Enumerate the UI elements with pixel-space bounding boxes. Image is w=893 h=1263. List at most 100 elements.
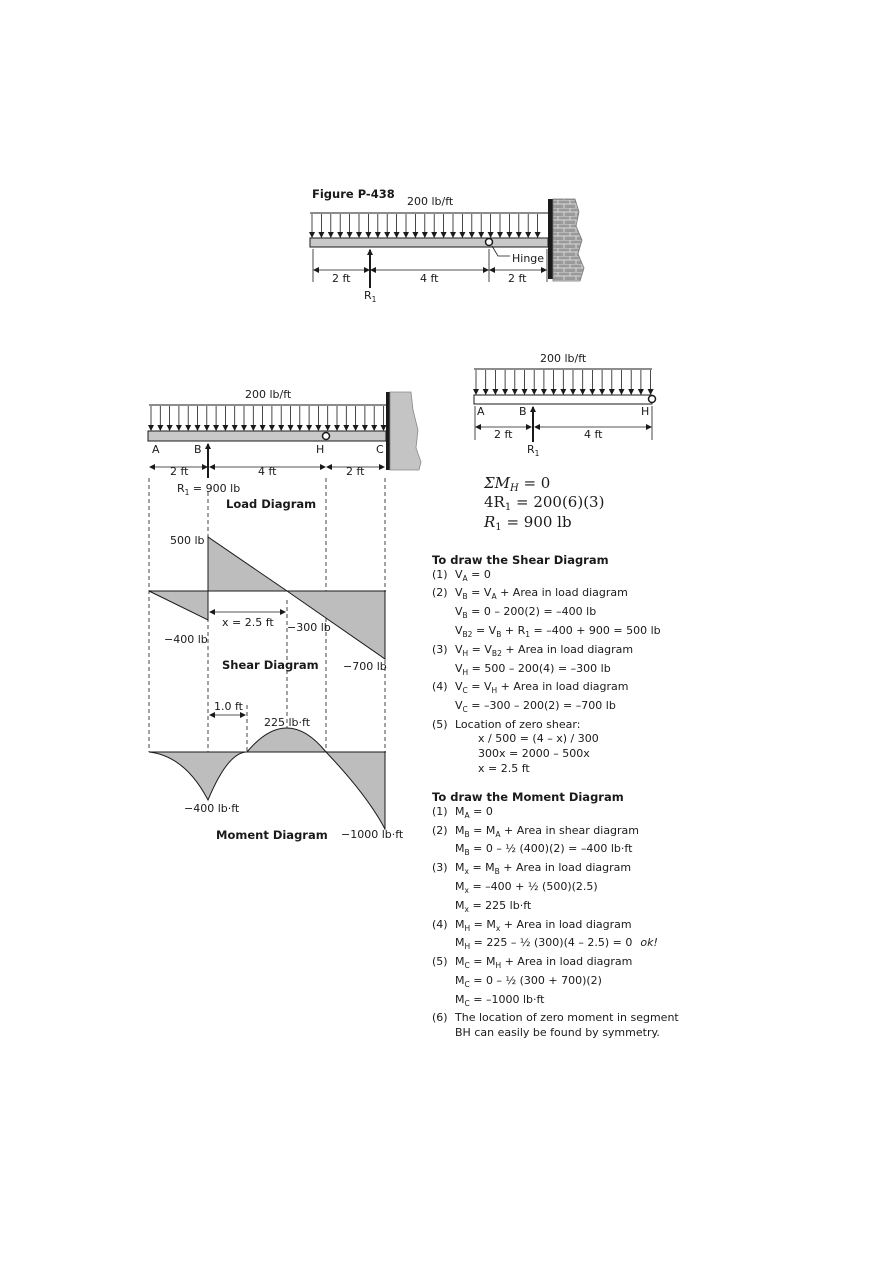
step-text: VH = VB2 + Area in load diagram bbox=[455, 642, 634, 658]
step-number bbox=[432, 662, 455, 681]
wall-face bbox=[386, 392, 390, 470]
wall-face bbox=[548, 199, 553, 279]
point-label: A bbox=[152, 443, 160, 456]
step-text: x = 2.5 ft bbox=[478, 761, 530, 775]
distributed-load-arrows bbox=[473, 370, 654, 395]
moment-area bbox=[324, 751, 386, 830]
point-label: H bbox=[641, 405, 649, 418]
equilibrium-equation: R1 = 900 lb bbox=[483, 513, 572, 533]
step-row: MB = 0 – ½ (400)(2) = –400 lb·ft bbox=[432, 842, 732, 861]
step-row: VB2 = VB + R1 = –400 + 900 = 500 lb bbox=[432, 624, 732, 643]
step-number bbox=[432, 993, 455, 1012]
free-body-diagram: 200 lb/ft A B H 2 ft 4 ft R1 ΣMH = 0 4R1… bbox=[473, 352, 657, 533]
shear-area bbox=[207, 536, 289, 592]
distributed-load-arrows bbox=[148, 406, 387, 431]
step-row: (4) MH = Mx + Area in load diagram bbox=[432, 918, 732, 937]
moment-value-label: 225 lb·ft bbox=[264, 716, 311, 729]
hinge-symbol bbox=[484, 237, 494, 247]
step-text: MH = Mx + Area in load diagram bbox=[455, 917, 632, 933]
step-text: MA = 0 bbox=[455, 804, 493, 820]
step-row: BH can easily be found by symmetry. bbox=[432, 1026, 732, 1041]
fbd-load-label: 200 lb/ft bbox=[540, 352, 587, 365]
reaction-label: R1 = 900 lb bbox=[177, 482, 240, 497]
step-text: Mx = MB + Area in load diagram bbox=[455, 861, 632, 877]
ok-note: ok! bbox=[640, 936, 658, 950]
moment-steps-heading: To draw the Moment Diagram bbox=[432, 790, 624, 805]
step-row: (6)The location of zero moment in segmen… bbox=[432, 1011, 732, 1026]
figure-p438: Figure P-438 200 lb/ft Hinge 2 ft 4 ft 2… bbox=[309, 187, 585, 304]
step-text: VB = 0 – 200(2) = –400 lb bbox=[455, 605, 597, 621]
step-text: MC = 0 – ½ (300 + 700)(2) bbox=[455, 973, 602, 990]
moment-diagram: 1.0 ft 225 lb·ft −400 lb·ft −1000 lb·ft … bbox=[148, 700, 404, 842]
step-number: (4) bbox=[432, 680, 448, 694]
step-number bbox=[432, 699, 455, 718]
step-number bbox=[432, 1026, 455, 1041]
step-text: VB = VA + Area in load diagram bbox=[455, 586, 628, 602]
equilibrium-equation: ΣMH = 0 bbox=[483, 474, 550, 494]
step-number: (6) bbox=[432, 1011, 448, 1025]
distance-label: 1.0 ft bbox=[214, 700, 244, 713]
moment-area bbox=[245, 727, 328, 753]
brick-wall bbox=[552, 198, 585, 282]
step-text: MB = 0 – ½ (400)(2) = –400 lb·ft bbox=[455, 842, 633, 858]
step-text: VC = –300 – 200(2) = –700 lb bbox=[455, 699, 616, 715]
step-row: (1) MA = 0 bbox=[432, 805, 732, 824]
step-row: VH = 500 – 200(4) = –300 lb bbox=[432, 662, 732, 681]
dim-label: 2 ft bbox=[508, 272, 527, 285]
step-row: Mx = –400 + ½ (500)(2.5) bbox=[432, 880, 732, 899]
step-text: VC = VH + Area in load diagram bbox=[455, 680, 629, 696]
step-row: Mx = 225 lb·ft bbox=[432, 899, 732, 918]
shear-value-label: 500 lb bbox=[170, 534, 205, 547]
point-label: H bbox=[316, 443, 324, 456]
step-number: (5) bbox=[432, 717, 448, 731]
zero-shear-location-label: x = 2.5 ft bbox=[222, 616, 274, 629]
point-label: B bbox=[519, 405, 527, 418]
step-number: (1) bbox=[432, 804, 448, 818]
beam-segment bbox=[473, 394, 653, 405]
step-number: (5) bbox=[432, 955, 448, 969]
step-number bbox=[432, 747, 455, 762]
step-text: x / 500 = (4 – x) / 300 bbox=[478, 732, 599, 746]
dim-label: 4 ft bbox=[584, 428, 603, 441]
step-row: VC = –300 – 200(2) = –700 lb bbox=[432, 699, 732, 718]
step-number bbox=[432, 880, 455, 899]
step-text: MB = MA + Area in shear diagram bbox=[455, 823, 640, 839]
reaction-label: R1 bbox=[364, 289, 377, 304]
step-row: x / 500 = (4 – x) / 300 bbox=[432, 732, 732, 747]
figure-title: Figure P-438 bbox=[312, 187, 395, 201]
step-row: (1)VA = 0 bbox=[432, 568, 732, 587]
load-label: 200 lb/ft bbox=[245, 388, 292, 401]
step-row: VB = 0 – 200(2) = –400 lb bbox=[432, 605, 732, 624]
dim-label: 2 ft bbox=[346, 465, 365, 478]
shear-value-label: −400 lb bbox=[164, 633, 208, 646]
step-row: (2)MB = MA + Area in shear diagram bbox=[432, 824, 732, 843]
step-row: (3)VH = VB2 + Area in load diagram bbox=[432, 643, 732, 662]
step-text: BH can easily be found by symmetry. bbox=[455, 1026, 660, 1039]
step-number bbox=[432, 936, 455, 955]
shear-diagram-caption: Shear Diagram bbox=[222, 658, 319, 672]
load-diagram: 200 lb/ft A B H C 2 ft 4 ft 2 ft R1 = 90… bbox=[147, 388, 422, 511]
step-row: (4) VC = VH + Area in load diagram bbox=[432, 680, 732, 699]
step-text: VH = 500 – 200(4) = –300 lb bbox=[455, 661, 611, 677]
step-number bbox=[432, 842, 455, 861]
hinge-symbol bbox=[647, 394, 657, 404]
dim-label: 2 ft bbox=[332, 272, 351, 285]
step-number bbox=[432, 732, 455, 747]
load-diagram-caption: Load Diagram bbox=[226, 497, 316, 511]
step-number: (1) bbox=[432, 567, 448, 581]
step-row: MC = –1000 lb·ft bbox=[432, 993, 732, 1012]
dim-label: 4 ft bbox=[420, 272, 439, 285]
distributed-load-arrows bbox=[309, 214, 541, 238]
step-number: (4) bbox=[432, 917, 448, 931]
moment-diagram-caption: Moment Diagram bbox=[216, 828, 328, 842]
fixed-support bbox=[389, 391, 422, 471]
step-text: MC = –1000 lb·ft bbox=[455, 992, 545, 1008]
step-text: Mx = 225 lb·ft bbox=[455, 898, 532, 914]
solution-steps: To draw the Shear Diagram (1)VA = 0(2)VB… bbox=[432, 553, 732, 1041]
step-row: (3)Mx = MB + Area in load diagram bbox=[432, 861, 732, 880]
moment-value-label: −1000 lb·ft bbox=[341, 828, 404, 841]
moment-steps-list: (1) MA = 0 (2)MB = MA + Area in shear diag… bbox=[432, 805, 732, 1041]
point-label: C bbox=[376, 443, 384, 456]
step-row: MC = 0 – ½ (300 + 700)(2) bbox=[432, 974, 732, 993]
